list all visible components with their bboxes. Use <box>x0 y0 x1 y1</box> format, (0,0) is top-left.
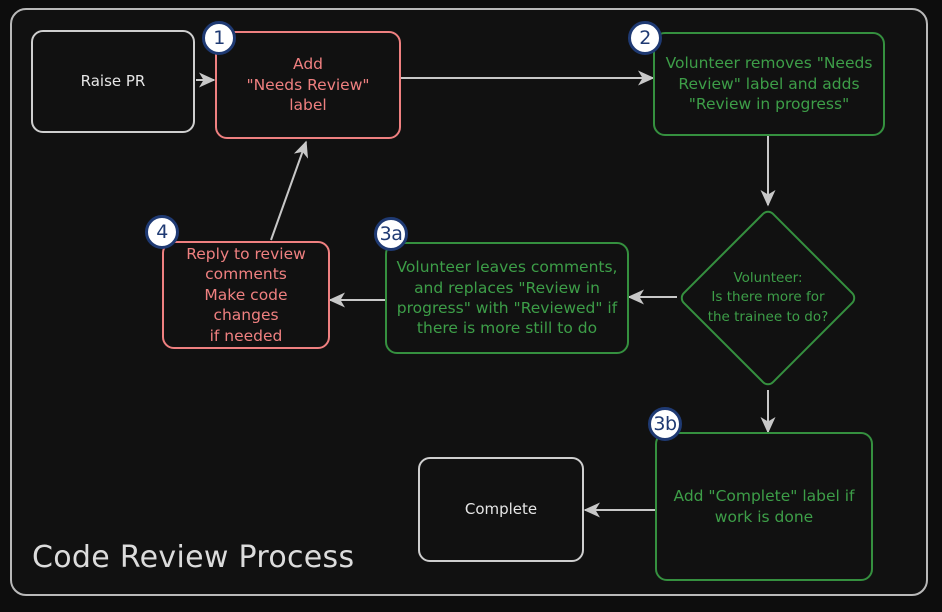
badge-step-3a: 3a <box>374 217 408 251</box>
line-3: label <box>289 96 327 115</box>
node-decision-more-work-text: Volunteer: Is there more for the trainee… <box>693 269 843 328</box>
line-1: Volunteer leaves comments, <box>396 258 618 277</box>
line-2: Review" label and adds <box>678 74 860 93</box>
line-2: Is there more for <box>711 289 825 306</box>
node-volunteer-removes-label[interactable]: Volunteer removes "Needs Review" label a… <box>653 32 885 136</box>
node-decision-more-work[interactable]: Volunteer: Is there more for the trainee… <box>677 207 859 389</box>
line-1: Reply to review <box>186 244 306 263</box>
node-volunteer-leaves-comments-text: Volunteer leaves comments, and replaces … <box>389 257 626 339</box>
node-volunteer-removes-label-text: Volunteer removes "Needs Review" label a… <box>658 53 881 114</box>
node-raise-pr[interactable]: Raise PR <box>31 30 195 133</box>
line-1: Add <box>292 55 323 74</box>
badge-step-2: 2 <box>628 21 662 55</box>
node-reply-to-review-comments-text: Reply to review comments Make code chang… <box>164 244 328 346</box>
node-add-complete-label-text: Add "Complete" label if work is done <box>666 486 863 527</box>
line-1: Volunteer: <box>733 269 803 286</box>
line-2: "Needs Review" <box>246 75 370 94</box>
node-volunteer-leaves-comments[interactable]: Volunteer leaves comments, and replaces … <box>385 242 629 354</box>
badge-step-1: 1 <box>202 21 236 55</box>
line-2: and replaces "Review in <box>414 278 600 297</box>
line-4: if needed <box>209 326 283 345</box>
node-add-needs-review-label[interactable]: Add "Needs Review" label <box>215 31 401 139</box>
line-2: comments <box>205 265 287 284</box>
badge-step-4: 4 <box>145 215 179 249</box>
line-3: "Review in progress" <box>688 95 850 114</box>
node-add-complete-label[interactable]: Add "Complete" label if work is done <box>655 432 873 581</box>
line-1: Add "Complete" label if <box>673 487 855 506</box>
diagram-title: Code Review Process <box>32 540 355 575</box>
node-add-needs-review-label-text: Add "Needs Review" label <box>238 54 377 115</box>
line-3: the trainee to do? <box>707 308 829 325</box>
line-4: there is more still to do <box>416 319 598 338</box>
node-reply-to-review-comments[interactable]: Reply to review comments Make code chang… <box>162 241 330 349</box>
line-3: Make code changes <box>204 285 288 325</box>
node-complete[interactable]: Complete <box>418 457 584 562</box>
badge-step-3b: 3b <box>648 407 682 441</box>
node-raise-pr-label: Raise PR <box>80 71 146 90</box>
line-3: progress" with "Reviewed" if <box>396 299 618 317</box>
line-1: Volunteer removes "Needs <box>665 54 873 73</box>
node-complete-label: Complete <box>464 499 538 518</box>
line-2: work is done <box>714 507 814 526</box>
